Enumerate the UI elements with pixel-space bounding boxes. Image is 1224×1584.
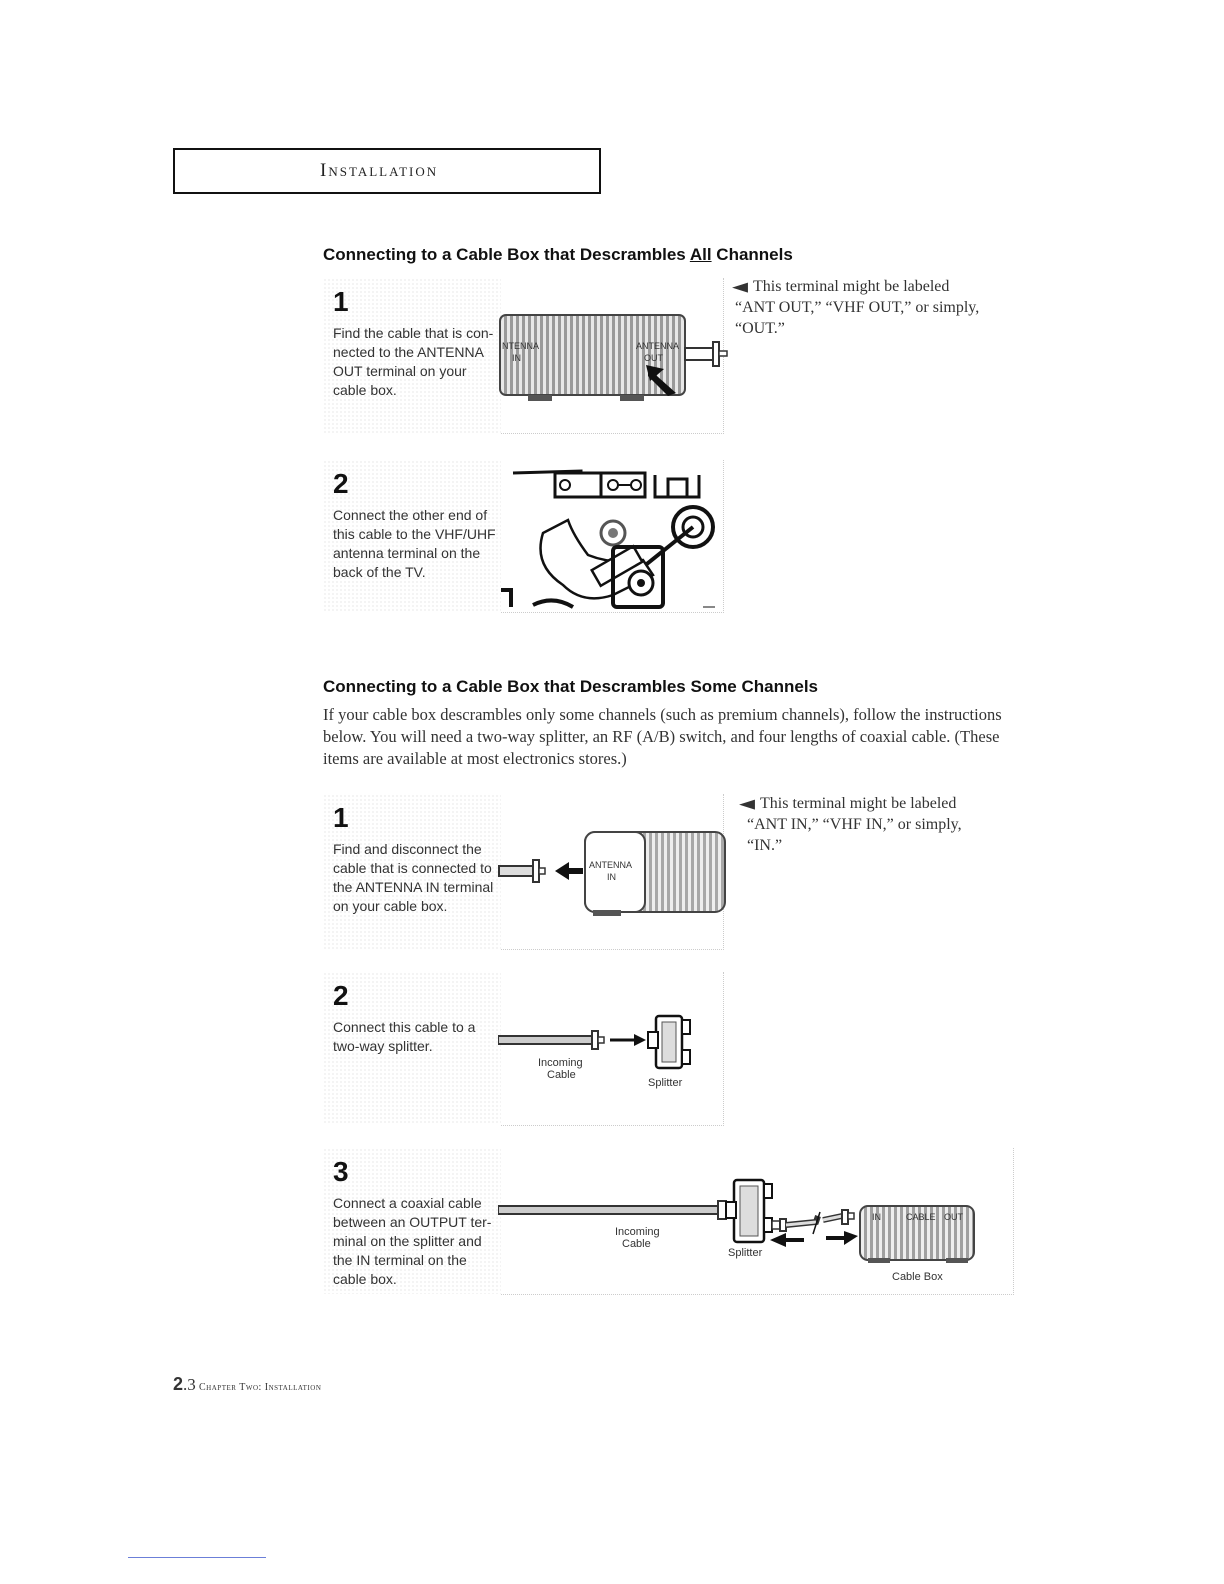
label-incoming: Incoming <box>615 1226 660 1238</box>
step-number: 1 <box>333 286 349 317</box>
label-antenna-in: NTENNA <box>502 341 539 351</box>
cable-box-icon <box>859 1205 975 1261</box>
left-arrow-icon <box>555 862 583 880</box>
section1-title-part2: Channels <box>711 245 793 264</box>
step-description: Connect a coaxial cable between an OUTPU… <box>333 1195 492 1287</box>
section1-note-line1: This terminal might be labeled <box>753 278 950 295</box>
tv-antenna-terminal-diagram <box>501 469 715 609</box>
page-subnumber: .3 <box>183 1375 196 1394</box>
step-text-panel <box>323 1148 501 1294</box>
section1-note-line2: “ANT OUT,” “VHF OUT,” or simply, <box>735 299 980 316</box>
section2-step3: 3 Connect a coaxial cable between an OUT… <box>323 1148 1014 1295</box>
step-image-frame <box>501 1148 1014 1295</box>
right-arrow-icon <box>826 1231 858 1245</box>
cable-box-out-diagram: NTENNA IN ANTENNA OUT <box>499 314 728 401</box>
splitter-connection-diagram: Incoming Cable Splitter <box>498 1014 691 1089</box>
label-in: IN <box>607 872 616 882</box>
section1-step2: 2 Connect the other end of this cable to… <box>323 460 724 613</box>
label-out: OUT <box>644 353 664 363</box>
step-number: 2 <box>333 980 349 1011</box>
step-description: Connect the other end of this cable to t… <box>333 507 496 580</box>
label-splitter: Splitter <box>648 1077 683 1089</box>
section2-note-line2: “ANT IN,” “VHF IN,” or simply, <box>747 816 962 833</box>
section1-step1: 1 Find the cable that is con-nected to t… <box>323 278 728 434</box>
label-in: IN <box>872 1212 881 1222</box>
step-text-panel <box>323 278 501 433</box>
label-incoming: Incoming <box>538 1057 583 1069</box>
section2-step1: 1 Find and disconnect the cable that is … <box>323 794 726 950</box>
section2-note-line3: “IN.” <box>747 837 783 854</box>
label-splitter: Splitter <box>728 1247 763 1259</box>
step-text-panel <box>323 972 501 1125</box>
page-footer: 2.3 Chapter Two: Installation <box>173 1374 321 1395</box>
section1-note-line3: “OUT.” <box>735 320 785 337</box>
section2-title: Connecting to a Cable Box that Descrambl… <box>323 677 819 696</box>
label-antenna: ANTENNA <box>589 860 632 870</box>
step-number: 2 <box>333 468 349 499</box>
right-arrow-icon <box>634 1034 646 1046</box>
label-in: IN <box>512 353 521 363</box>
section1-side-note: ◀ This terminal might be labeled “ANT OUT… <box>732 276 1015 339</box>
section2-note-line1: This terminal might be labeled <box>760 795 957 812</box>
cable-box-in-diagram: ANTENNA IN <box>498 831 726 916</box>
step-number: 1 <box>333 802 349 833</box>
section2-step2: 2 Connect this cable to a two-way splitt… <box>323 972 724 1126</box>
page-number: 2 <box>173 1374 184 1394</box>
step-description: Connect this cable to a two-way splitter… <box>333 1019 476 1054</box>
pointer-arrow-icon: ◀ <box>732 279 748 294</box>
label-cable-box: Cable Box <box>892 1271 943 1283</box>
step-text-panel <box>323 794 501 949</box>
bottom-rule <box>128 1557 266 1558</box>
pointer-arrow-icon: ◀ <box>739 796 755 811</box>
step-number: 3 <box>333 1156 349 1187</box>
step-image-frame <box>501 972 724 1126</box>
chapter-header-title: Installation <box>320 160 439 181</box>
chapter-header-box: Installation <box>173 148 601 194</box>
label-out: OUT <box>944 1212 964 1222</box>
footer-chapter: Chapter Two: Installation <box>199 1382 322 1393</box>
step-image-frame <box>501 460 724 613</box>
label-antenna-out: ANTENNA <box>636 341 679 351</box>
step-description: Find and disconnect the cable that is co… <box>333 841 494 914</box>
section1-title: Connecting to a Cable Box that Descrambl… <box>323 245 793 265</box>
step-text-panel <box>323 460 501 612</box>
label-cable: Cable <box>622 1238 651 1250</box>
section1-title-emphasis: All <box>689 245 712 264</box>
step-description: Find the cable that is con-nected to the… <box>333 325 494 398</box>
splitter-to-cable-box-diagram: IN CABLE OUT Incoming Cable Splitter Cab… <box>498 1178 975 1283</box>
left-arrow-icon <box>770 1233 804 1247</box>
label-cable-small: CABLE <box>906 1212 936 1222</box>
section2-intro: If your cable box descrambles only some … <box>323 705 1002 768</box>
section1-title-part1: Connecting to a Cable Box that Descrambl… <box>323 245 690 264</box>
section2-side-note: ◀ This terminal might be labeled “ANT IN,… <box>739 793 1022 856</box>
label-cable: Cable <box>547 1069 576 1081</box>
